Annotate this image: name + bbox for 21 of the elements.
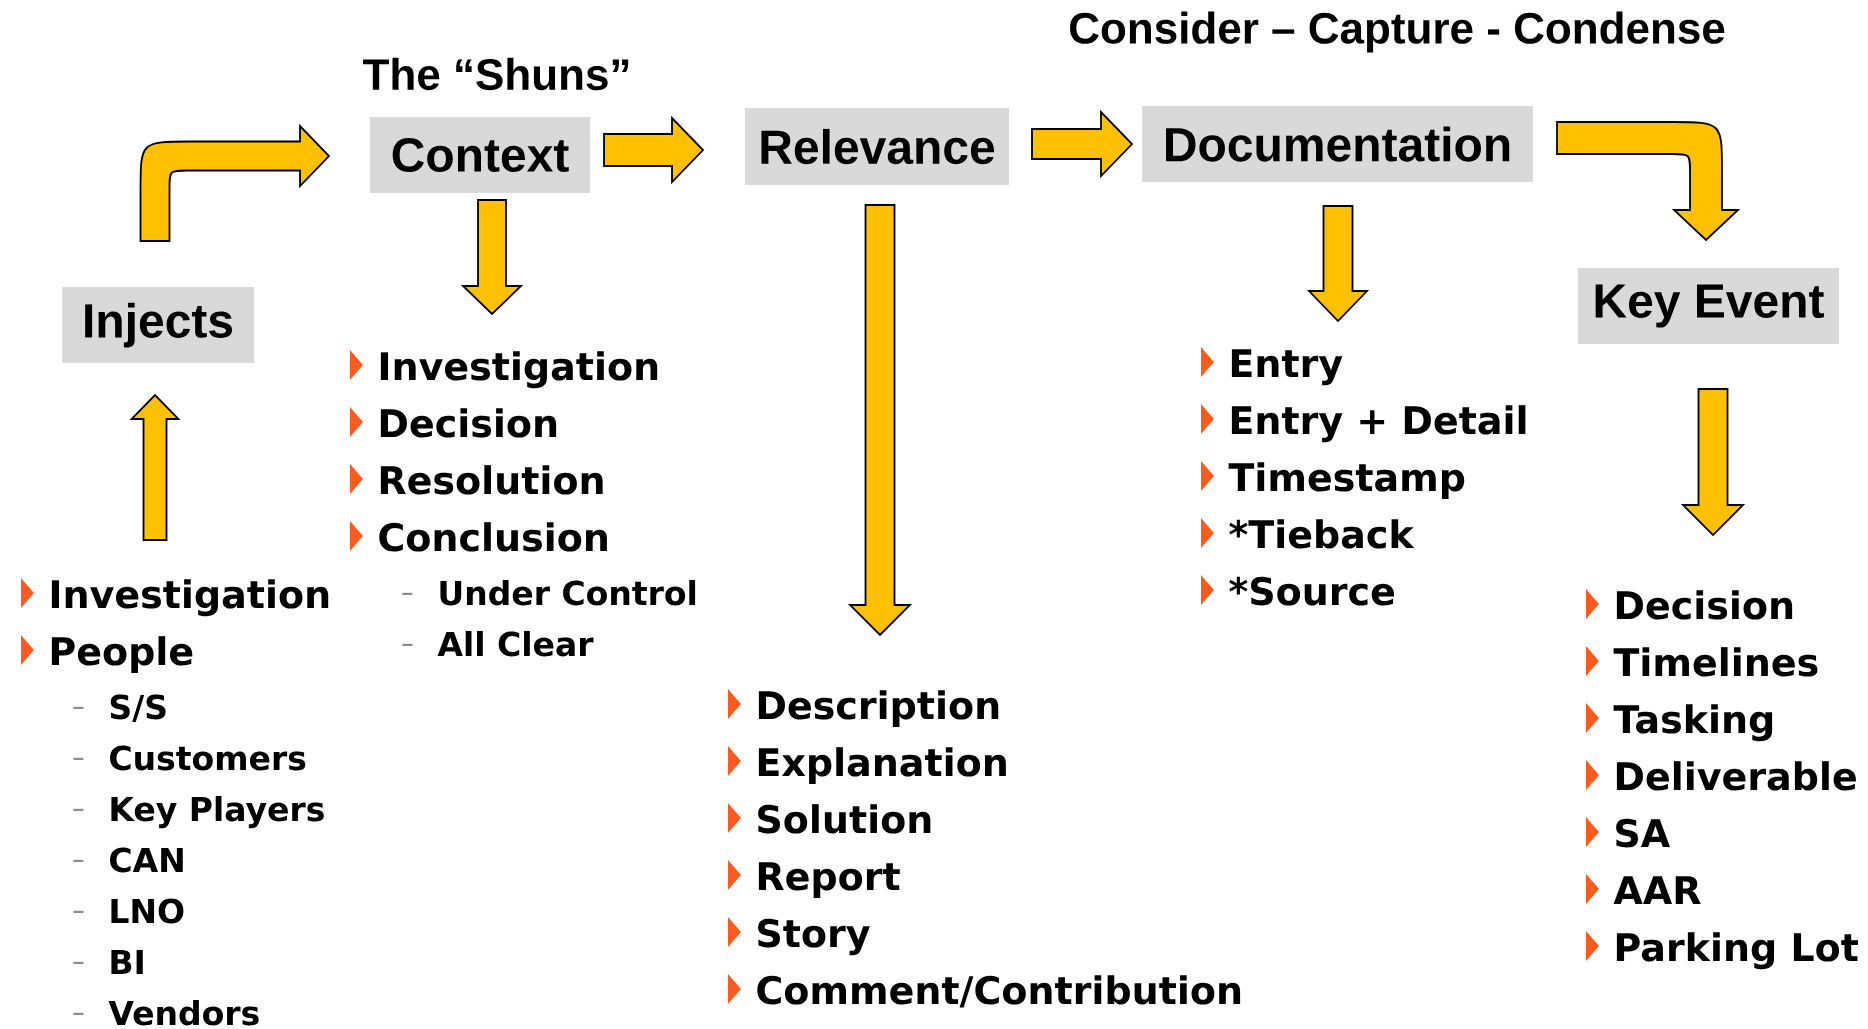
- stage-box: Relevance: [745, 108, 1009, 185]
- bullet-list: Entry Entry + Detail Timestamp *Tieback *Source: [1228, 349, 1526, 606]
- stage-box: Injects: [62, 287, 254, 363]
- block-arrow: [603, 115, 705, 185]
- block-arrow: [847, 204, 913, 637]
- stage-box: Context: [370, 117, 590, 193]
- heading: Consider – Capture - Condense: [1070, 11, 1725, 53]
- stage-box: Documentation: [1142, 106, 1533, 182]
- stage-box: Key Event: [1578, 268, 1839, 344]
- heading: The “Shuns”: [363, 57, 629, 91]
- block-arrow: [460, 199, 524, 316]
- block-arrow: [1556, 121, 1739, 241]
- block-arrow: [1031, 109, 1134, 179]
- bullet-list: Investigation People S/S Customers Key Players CAN LNO BI Vendors: [51, 579, 329, 1026]
- block-arrow: [1306, 205, 1370, 323]
- block-arrow: [1680, 388, 1746, 537]
- bullet-list: Description Explanation Solution Report Story Comment/Contribution: [757, 690, 1241, 1008]
- block-arrow: [129, 393, 181, 541]
- block-arrow: [139, 125, 330, 242]
- bullet-list: Decision Timelines Tasking Deliverable SA AAR Parking Lot: [1613, 590, 1858, 970]
- bullet-list: Investigation Decision Resolution Conclusion Under Control All Clear: [379, 351, 696, 657]
